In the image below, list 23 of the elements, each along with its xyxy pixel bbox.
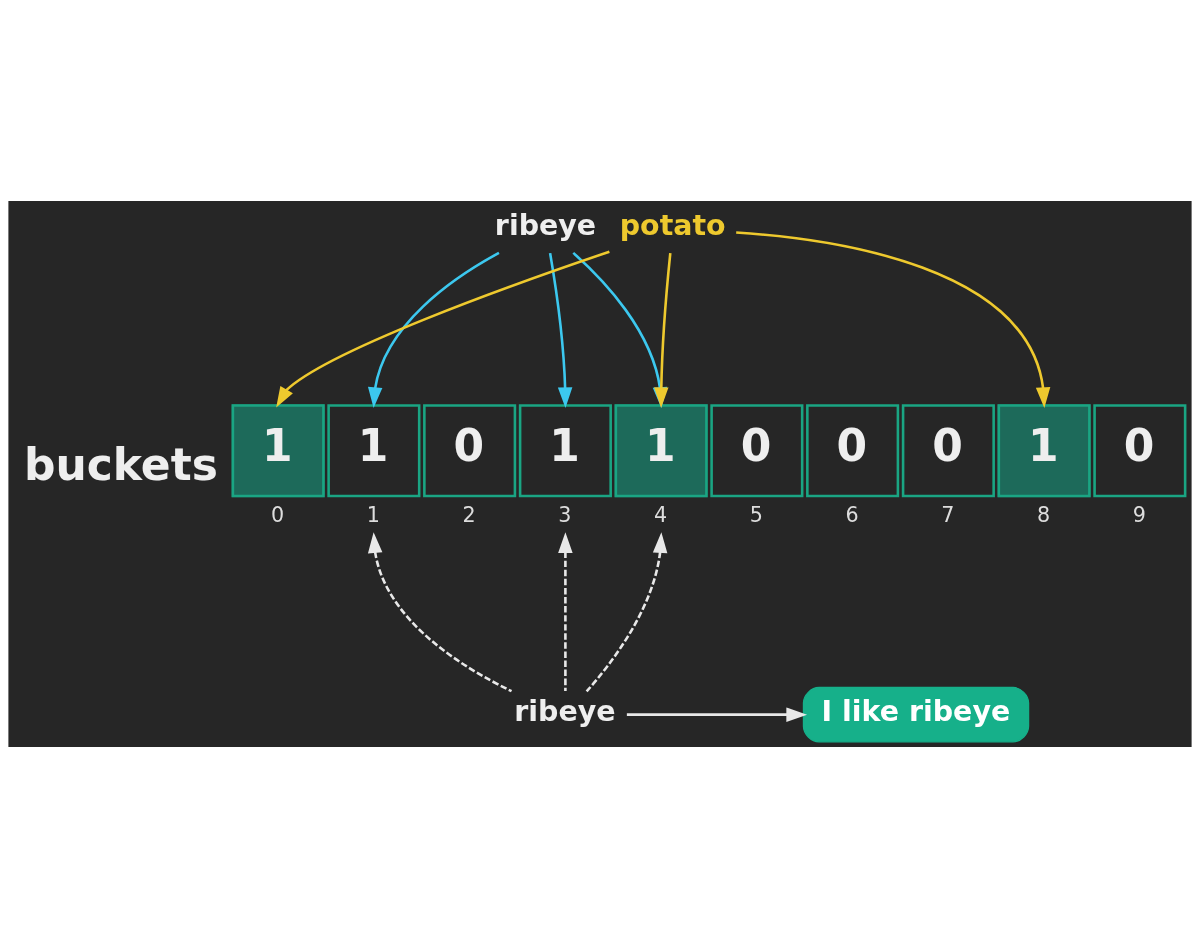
node-label: 6 (845, 502, 859, 527)
node-label: 0 (271, 502, 285, 527)
node-label: 2 (462, 502, 476, 527)
node-label: 3 (558, 502, 572, 527)
node-label: 7 (941, 502, 955, 527)
arrow (626, 706, 808, 722)
node-label: 4 (654, 502, 668, 527)
arrow (367, 531, 513, 692)
node-text: ribeye (494, 208, 597, 242)
arrow (276, 250, 610, 407)
arrow (736, 230, 1051, 408)
node-box: I like ribeye (802, 686, 1030, 742)
arrow (585, 531, 668, 692)
node-label: 9 (1132, 502, 1146, 527)
arrow (548, 252, 573, 408)
node-label: 8 (1036, 502, 1051, 527)
arrow (558, 531, 573, 691)
node-text: potato (619, 208, 726, 242)
node-label: 5 (749, 502, 763, 527)
node-label: 1 (366, 502, 380, 527)
label: buckets (23, 438, 218, 490)
node-text: ribeye (514, 694, 616, 728)
arrow (367, 251, 500, 408)
